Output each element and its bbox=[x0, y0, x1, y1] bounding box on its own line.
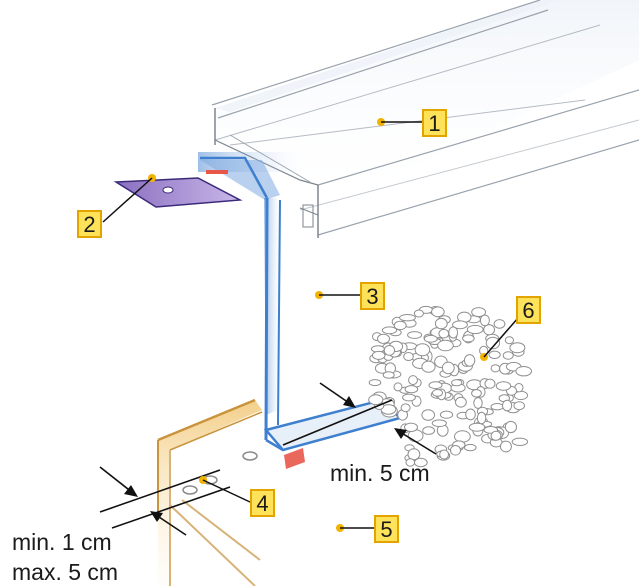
gravel-pebble bbox=[437, 339, 454, 352]
wall-upstand bbox=[157, 398, 263, 586]
gravel-pebble bbox=[382, 371, 395, 379]
gravel-pebble bbox=[504, 420, 517, 434]
gravel-pebble bbox=[490, 430, 502, 441]
gravel-pebble bbox=[405, 458, 416, 467]
gravel-pebble bbox=[393, 320, 407, 331]
gravel-pebble bbox=[455, 396, 467, 408]
gravel-pebble bbox=[454, 430, 471, 443]
callout-2-label: 2 bbox=[83, 212, 95, 237]
callout-3-label: 3 bbox=[366, 284, 378, 309]
gravel-pebble bbox=[399, 314, 416, 322]
gravel-pebble bbox=[473, 397, 483, 409]
gravel-pebble bbox=[465, 408, 476, 421]
callout-1-label: 1 bbox=[428, 111, 440, 136]
callout-6: 6 bbox=[480, 296, 541, 361]
gravel-gap-label: min. 5 cm bbox=[330, 460, 430, 486]
gravel-pebble bbox=[368, 379, 382, 387]
gravel-gap-dimension: min. 5 cm bbox=[282, 382, 437, 486]
gravel-pebble bbox=[464, 443, 477, 452]
gravel-pebble bbox=[441, 361, 455, 375]
gravel-pebble bbox=[393, 382, 403, 392]
gravel-pebble bbox=[428, 381, 443, 390]
gravel-pebble bbox=[490, 403, 504, 411]
gravel-pebble bbox=[509, 342, 526, 354]
callout-1: 1 bbox=[377, 109, 447, 137]
gravel-pebble bbox=[488, 350, 501, 359]
gravel-pebble bbox=[371, 350, 386, 360]
gravel-pebble bbox=[381, 326, 398, 335]
gravel-pebble bbox=[438, 328, 450, 339]
gravel-pebble bbox=[471, 389, 482, 398]
gravel-pebble bbox=[431, 306, 445, 318]
callout-3: 3 bbox=[315, 282, 385, 310]
gravel-pebble bbox=[476, 411, 487, 425]
gravel-pebble bbox=[408, 375, 418, 386]
gravel-pebble bbox=[484, 378, 496, 389]
gravel-pebble bbox=[463, 354, 476, 367]
gravel-pebble bbox=[439, 410, 454, 419]
callout-4-label: 4 bbox=[256, 491, 268, 516]
gravel-pebble bbox=[495, 381, 512, 391]
callout-5: 5 bbox=[336, 515, 399, 543]
gravel-pebble bbox=[466, 324, 484, 335]
gravel-pebble bbox=[502, 399, 513, 412]
gravel-pebble bbox=[513, 401, 526, 411]
gravel-pebble bbox=[511, 437, 529, 446]
callout-5-label: 5 bbox=[380, 517, 392, 542]
gravel-pebble bbox=[485, 336, 501, 350]
gravel-pebble bbox=[368, 394, 384, 406]
gravel-pebble bbox=[452, 320, 468, 330]
gravel-bed bbox=[368, 305, 533, 468]
callout-2: 2 bbox=[77, 174, 156, 238]
gravel-pebble bbox=[451, 379, 463, 387]
gravel-pebble bbox=[439, 449, 450, 460]
gravel-pebble bbox=[403, 352, 414, 361]
gravel-pebble bbox=[404, 385, 419, 394]
gravel-pebble bbox=[493, 319, 506, 329]
callout-4: 4 bbox=[199, 476, 275, 517]
wall-gap-dimension: min. 1 cm max. 5 cm bbox=[12, 466, 231, 585]
wall-gap-min-label: min. 1 cm bbox=[12, 529, 112, 555]
gravel-pebble bbox=[483, 324, 496, 336]
fixing-plate bbox=[113, 177, 243, 208]
callout-6-label: 6 bbox=[522, 298, 534, 323]
gravel-pebble bbox=[450, 445, 461, 456]
gravel-pebble bbox=[490, 364, 501, 373]
gravel-pebble bbox=[504, 336, 514, 345]
gravel-pebble bbox=[407, 331, 423, 339]
gravel-pebble bbox=[421, 409, 436, 421]
gravel-pebble bbox=[502, 351, 514, 360]
gravel-pebble bbox=[402, 393, 416, 402]
gravel-pebble bbox=[434, 317, 448, 330]
gravel-pebble bbox=[377, 333, 390, 344]
gravel-pebble bbox=[515, 366, 533, 377]
gravel-pebble bbox=[422, 426, 436, 435]
gravel-pebble bbox=[448, 326, 459, 339]
gravel-pebble bbox=[499, 440, 512, 453]
gravel-pebble bbox=[471, 307, 487, 318]
gravel-pebble bbox=[400, 403, 411, 413]
gravel-pebble bbox=[468, 422, 486, 432]
gravel-pebble bbox=[462, 334, 475, 343]
gravel-pebble bbox=[423, 334, 438, 343]
gravel-pebble bbox=[414, 343, 431, 357]
wall-gap-max-label: max. 5 cm bbox=[12, 559, 118, 585]
gravel-pebble bbox=[413, 309, 424, 318]
gravel-pebble bbox=[421, 360, 436, 373]
gravel-pebble bbox=[431, 419, 447, 428]
gravel-pebble bbox=[407, 448, 421, 461]
gravel-pebble bbox=[383, 345, 396, 356]
gravel-pebble bbox=[432, 389, 443, 397]
gravel-pebble bbox=[479, 314, 490, 327]
gravel-pebble bbox=[404, 422, 418, 432]
